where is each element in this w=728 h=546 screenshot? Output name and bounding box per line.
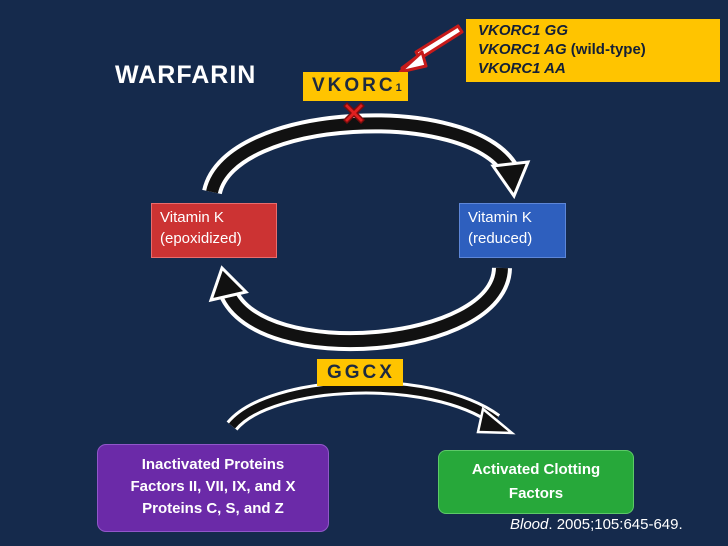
carboxylation-arrow [226,380,516,435]
vitamin-k-reduced-box: Vitamin K (reduced) [459,203,566,258]
genotype-item: VKORC1 GG [478,22,569,39]
warfarin-title: WARFARIN [115,61,257,89]
box-line: Factors [508,485,564,502]
pointer-arrow-icon [398,24,464,74]
citation: Blood. 2005;105:645-649. [510,516,683,533]
box-line: (epoxidized) [160,230,242,247]
box-line: Inactivated Proteins [141,456,285,473]
box-line: (reduced) [468,230,533,247]
box-line: Factors II, VII, IX, and X [130,478,296,495]
vkorc-subscript: 1 [395,82,402,94]
genotype-item: VKORC1 AA [478,60,566,77]
box-line: Vitamin K [160,209,224,226]
inhibition-x-icon [343,102,365,124]
citation-details: . 2005;105:645-649. [548,516,683,533]
vitamin-k-epoxidized-box: Vitamin K (epoxidized) [151,203,277,258]
bottom-cycle-arrow [208,265,512,352]
top-cycle-arrow [202,113,531,200]
box-line: Activated Clotting [471,461,601,478]
citation-journal: Blood [510,516,549,533]
box-line: Vitamin K [468,209,532,226]
genotype-item: VKORC1 AG (wild-type) [478,41,646,58]
vkorc-text: VKORC [312,75,396,96]
activated-factors-box: Activated Clotting Factors [438,450,634,514]
box-line: Proteins C, S, and Z [142,500,284,517]
inactivated-proteins-box: Inactivated Proteins Factors II, VII, IX… [97,444,329,532]
vkorc1-label: VKORC1 [303,72,408,101]
ggcx-label: GGCX [317,359,403,386]
genotype-list: VKORC1 GG VKORC1 AG (wild-type) VKORC1 A… [466,19,720,82]
